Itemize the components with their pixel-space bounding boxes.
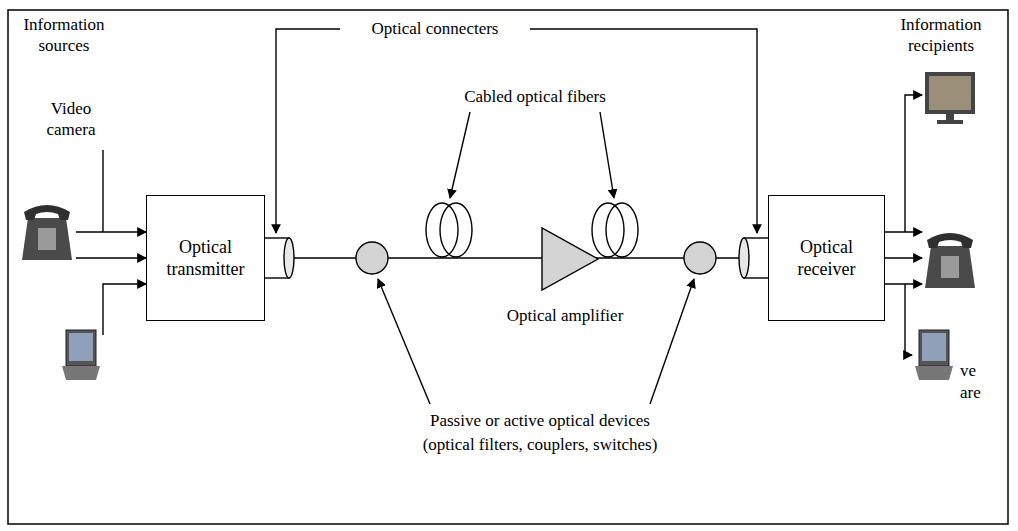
laptop-icon [915,330,953,380]
drawing-part [929,76,971,110]
optical-connector [263,238,294,278]
telephone-icon [925,233,975,288]
fragment-text: ve [960,360,1004,381]
output-arrow [905,95,922,232]
drawing-part [592,203,624,257]
drawing-part [69,333,93,361]
laptop-icon [62,330,100,380]
callout-label: Passive or active optical devices [390,410,690,431]
callout-label: Optical amplifier [490,305,640,326]
input-arrow [103,284,146,335]
drawing-part [937,120,963,124]
input-wire [102,150,103,232]
drawing-part [62,366,100,380]
output-arrow [885,257,922,258]
box-text-group: Optical transmitter [153,236,258,281]
drawing-part [922,333,946,361]
drawing-part [927,233,973,248]
output-arrow [885,283,922,284]
output-arrow [885,231,922,232]
input-arrow [76,257,146,258]
callout-label: (optical filters, couplers, switches) [390,434,690,455]
fiber-coil [592,203,638,257]
drawing-part [915,366,953,380]
leader-arrow [450,112,470,198]
leader-arrow [650,279,694,404]
drawing-part [24,205,70,220]
drawing-part [22,218,72,260]
leader-arrow [600,112,614,198]
fragment-text: are [960,382,1004,403]
fiber-coil [426,203,472,257]
amplifier-triangle [542,228,598,290]
drawing-part [284,238,294,278]
callout-label: Optical connecters [345,18,525,39]
box-label: Optical transmitter [153,236,258,281]
drawing-part [946,114,954,120]
box-text-group: Optical receiver [775,236,878,281]
optical-connector [739,238,770,278]
drawing-part [739,238,749,278]
source-label: Information sources [14,14,114,57]
drawing-part [66,330,96,366]
input-arrow [76,231,146,232]
source-label: Video camera [36,98,106,141]
drawing-part [38,228,56,250]
box-label: Optical receiver [775,236,878,281]
process-box: Optical transmitter [146,195,265,321]
recipient-label: Information recipients [886,14,996,57]
leader-arrow [276,29,340,233]
output-arrow [905,284,912,355]
process-box: Optical receiver [768,195,885,321]
drawing-part [925,246,975,288]
callout-label: Cabled optical fibers [440,86,630,107]
optical-device [684,242,716,274]
leader-arrow [378,279,430,404]
wires [76,29,922,404]
figure-frame [8,10,1008,524]
drawing-part [426,203,458,257]
drawing-part [919,330,949,366]
leader-arrow [530,29,757,233]
drawing-part [606,203,638,257]
drawing-part [941,256,959,278]
monitor-icon [925,72,975,124]
optical-device [356,242,388,274]
drawing-part [440,203,472,257]
telephone-icon [22,205,72,260]
drawing-part [925,72,975,114]
